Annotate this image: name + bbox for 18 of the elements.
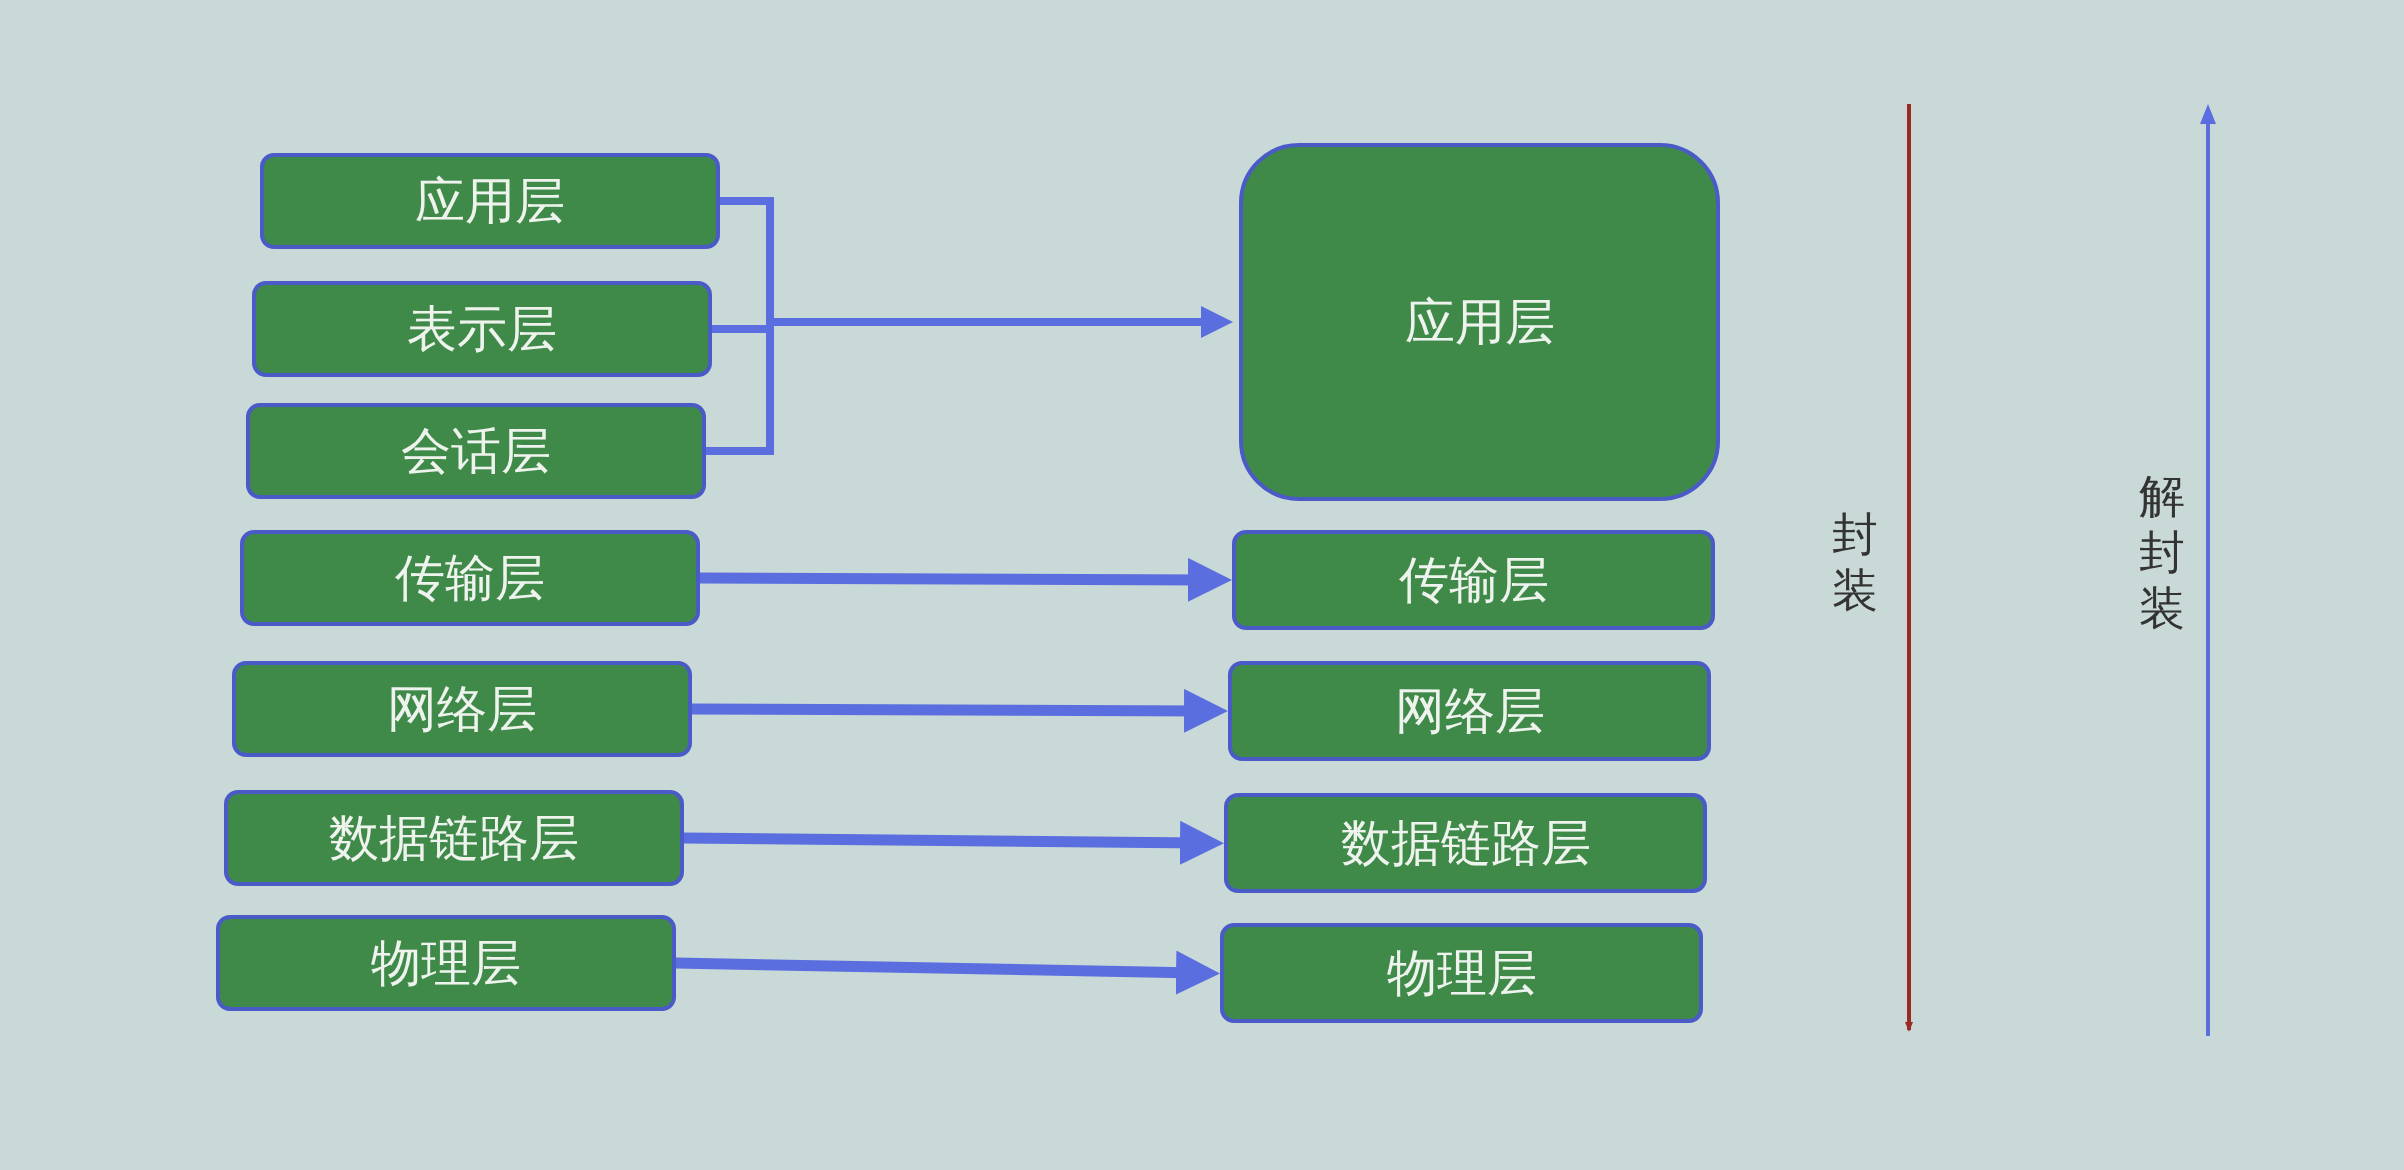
layer-box: 物理层 [216,915,676,1011]
vertical-label: 解封装 [2138,468,2186,636]
layer-box: 网络层 [232,661,692,757]
layer-box: 应用层 [260,153,720,249]
arrow [675,950,1220,995]
arrow [683,820,1224,865]
arrow [691,688,1228,733]
layer-box: 物理层 [1220,923,1703,1023]
layer-box: 数据链路层 [224,790,684,886]
layer-block: 应用层 [1239,143,1720,501]
layer-box: 会话层 [246,403,706,499]
layer-box: 网络层 [1228,661,1711,761]
vertical-label: 封装 [1831,506,1879,618]
layer-box: 数据链路层 [1224,793,1707,893]
layer-box: 表示层 [252,281,712,377]
layer-box: 传输层 [240,530,700,626]
arrow [699,557,1232,602]
layer-box: 传输层 [1232,530,1715,630]
